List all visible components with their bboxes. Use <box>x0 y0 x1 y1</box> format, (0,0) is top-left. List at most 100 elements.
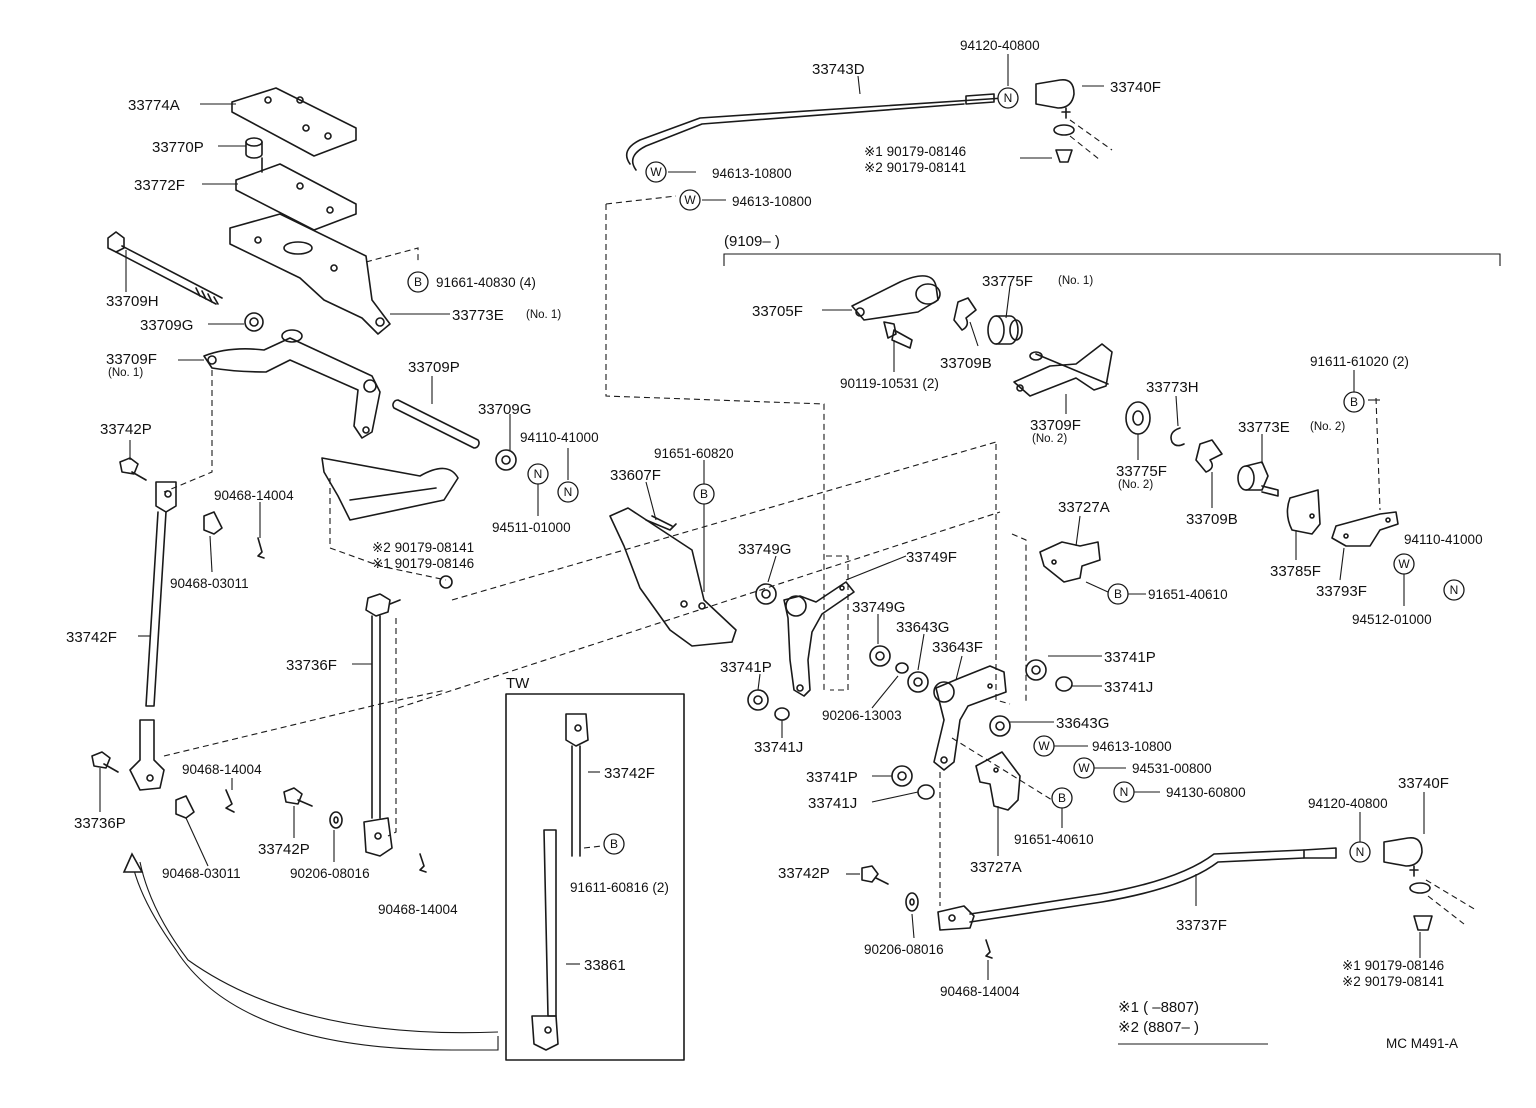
marker-n-94110: N <box>557 481 579 503</box>
callout-qualifier: (No. 1) <box>108 367 143 379</box>
arrow-curve-inner <box>139 861 499 1034</box>
svg-text:W: W <box>650 165 662 179</box>
bushing-33749g-lower <box>869 645 891 667</box>
pin-90468-14004-bottom <box>419 853 427 873</box>
callout-90179-08146-top: ※1 90179-08146 <box>864 144 966 159</box>
callout-33770p: 33770P <box>152 139 204 156</box>
svg-text:N: N <box>564 485 573 499</box>
dash-link <box>163 689 447 757</box>
callout-91651-40610-2: 91651-40610 <box>1014 832 1094 847</box>
callout-90468-14004-2: 90468-14004 <box>182 762 262 777</box>
svg-text:N: N <box>1356 845 1365 859</box>
callout-33749f: 33749F <box>906 549 957 566</box>
callout-33709b: 33709B <box>940 355 992 372</box>
bushing-33741j-left <box>774 707 790 721</box>
marker-b-91651-60820: B <box>693 483 715 505</box>
clip-90206-13003 <box>895 662 909 674</box>
dash-link <box>387 618 397 837</box>
callout-33737f: 33737F <box>1176 917 1227 934</box>
callout-33709p: 33709P <box>408 359 460 376</box>
dash-link <box>583 845 603 849</box>
callout-33743d: 33743D <box>812 61 865 78</box>
marker-b-91661: B <box>407 271 429 293</box>
svg-text:B: B <box>1350 395 1358 409</box>
diagram-code: MC M491-A <box>1386 1036 1458 1051</box>
callout-33740f-2: 33740F <box>1398 775 1449 792</box>
bracket-33773e-no1 <box>229 213 391 335</box>
plate-33772f <box>235 157 357 231</box>
svg-text:N: N <box>1120 785 1129 799</box>
marker-n-94511: N <box>527 463 549 485</box>
bolt-33742p-upper <box>119 457 147 481</box>
callout-33772f: 33772F <box>134 177 185 194</box>
callout-94120-40800-2: 94120-40800 <box>1308 796 1388 811</box>
callout-33774a: 33774A <box>128 97 180 114</box>
pin-90468-14004-upper <box>257 537 265 559</box>
callout-94110-41000-right: 94110-41000 <box>1404 532 1483 547</box>
ball-joint-33740f-bottom <box>1383 836 1423 877</box>
ball-joint-33740f-top <box>1035 78 1075 119</box>
svg-text:N: N <box>1450 583 1459 597</box>
marker-w-94512: W <box>1393 553 1415 575</box>
bolt-33736p <box>91 751 119 773</box>
callout-33742p: 33742P <box>100 421 152 438</box>
bushing-33775f-no2 <box>1125 401 1151 435</box>
svg-text:W: W <box>1398 557 1410 571</box>
svg-text:B: B <box>414 275 422 289</box>
callout-91661-40830: 91661-40830 (4) <box>436 275 536 290</box>
svg-text:N: N <box>1004 91 1013 105</box>
callout-94130-60800: 94130-60800 <box>1166 785 1246 800</box>
marker-n-94130: N <box>1113 781 1135 803</box>
callout-90468-14004: 90468-14004 <box>214 488 294 503</box>
callout-33607f: 33607F <box>610 467 661 484</box>
marker-w-94531: W <box>1073 757 1095 779</box>
clip-33709b-lower <box>1195 439 1223 473</box>
marker-w-94613-b: W <box>679 189 701 211</box>
callout-33709f-no1: 33709F <box>106 351 157 368</box>
rod-33737f <box>937 847 1337 931</box>
callout-33793f: 33793F <box>1316 583 1367 600</box>
dash-link <box>826 555 849 691</box>
bushing-33741p-right-upper <box>1025 659 1047 681</box>
svg-text:B: B <box>1058 791 1066 805</box>
bolt-90119-10531 <box>883 321 913 349</box>
callout-90468-14004-4: 90468-14004 <box>940 984 1020 999</box>
clip-90179-left <box>439 575 453 589</box>
bushing-33643g-upper <box>907 671 929 693</box>
clip-90468-03011-upper <box>203 511 223 535</box>
marker-w-94613-lower: W <box>1033 735 1055 757</box>
clip-90468-03011-lower <box>175 795 195 819</box>
leader-lines <box>99 54 1425 980</box>
callout-90179-08141: ※2 90179-08141 <box>372 540 474 555</box>
callout-90206-08016-2: 90206-08016 <box>864 942 944 957</box>
leader-dash <box>365 247 419 263</box>
callout-90179-08146-bottom: ※1 90179-08146 <box>1342 958 1444 973</box>
callout-94512-01000: 94512-01000 <box>1352 612 1432 627</box>
bushing-33643g-lower <box>989 715 1011 737</box>
callout-33775f-no1: 33775F <box>982 273 1033 290</box>
callout-33709g: 33709G <box>140 317 193 334</box>
dash-link <box>605 195 677 205</box>
shift-lever-33709f-no1 <box>203 329 381 439</box>
callout-94120-40800: 94120-40800 <box>960 38 1040 53</box>
clip-top-right <box>1053 119 1113 163</box>
marker-n-94120-top: N <box>997 87 1019 109</box>
callout-33643f: 33643F <box>932 639 983 656</box>
bracket-33727a-upper <box>1039 541 1101 583</box>
bolt-33742p-lower <box>283 787 313 807</box>
bolt-33742p-right <box>861 865 889 885</box>
shift-lever-33709f-no2 <box>1013 343 1113 397</box>
dash-guide <box>1011 533 1027 702</box>
callout-33741j-lower: 33741J <box>808 795 857 812</box>
callout-qualifier: (No. 1) <box>1058 275 1093 287</box>
callout-91611-60816: 91611-60816 (2) <box>570 880 669 895</box>
callout-90179-08141-bottom: ※2 90179-08141 <box>1342 974 1444 989</box>
plate-33793f <box>1331 511 1399 547</box>
pin-33709p <box>392 399 480 449</box>
callout-90179-08141-top: ※2 90179-08141 <box>864 160 966 175</box>
callout-33741p-left: 33741P <box>720 659 772 676</box>
pin-90468-14004-lower <box>225 789 235 813</box>
callout-33741j-left: 33741J <box>754 739 803 756</box>
arrow-curve <box>131 861 499 1051</box>
callout-90468-03011-2: 90468-03011 <box>162 866 241 881</box>
